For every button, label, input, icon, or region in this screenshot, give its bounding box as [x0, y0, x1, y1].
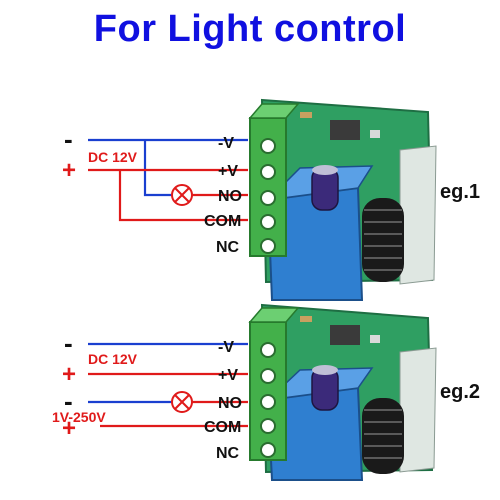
terminal-screws: [260, 138, 276, 254]
antenna-coil: [362, 398, 404, 474]
antenna-coil: [362, 198, 404, 282]
pcb-smd: [370, 335, 380, 343]
terminal-label: NC: [216, 239, 240, 256]
wiring-1: [88, 138, 248, 222]
labels-2: - + DC 12V - + 1V-250V -V +V NO COM NC e…: [52, 328, 480, 462]
capacitor-top: [312, 165, 338, 175]
plus-sign: +: [62, 361, 76, 388]
negative-to-lamp-wire: [143, 140, 172, 197]
terminal-label: -V: [218, 135, 234, 152]
supply-label: DC 12V: [88, 351, 138, 367]
wiring-2: [88, 342, 248, 428]
terminal-label: +V: [218, 163, 238, 180]
relay-module-2: [248, 303, 437, 481]
rf-board: [399, 347, 437, 473]
pcb-chip: [330, 325, 360, 345]
minus-sign: -: [64, 124, 73, 154]
example-label: eg.2: [440, 381, 480, 403]
labels-1: - + DC 12V -V +V NO COM NC eg.1: [62, 124, 480, 256]
pcb-chip: [330, 120, 360, 140]
load-minus-sign: -: [64, 386, 73, 416]
terminal-block-top: [248, 307, 300, 323]
terminal-label: NC: [216, 445, 240, 462]
rf-board: [399, 145, 437, 285]
pcb-smd: [300, 316, 312, 322]
plus-sign: +: [62, 157, 76, 184]
example-label: eg.1: [440, 181, 480, 203]
terminal-screws: [260, 342, 276, 458]
positive-to-com-wire: [118, 170, 248, 222]
pcb-smd: [370, 130, 380, 138]
minus-sign: -: [64, 328, 73, 358]
supply-label: DC 12V: [88, 149, 138, 165]
terminal-label: NO: [218, 188, 242, 205]
page-title: For Light control: [93, 8, 407, 50]
relay-module-1: [248, 98, 437, 301]
terminal-label: NO: [218, 395, 242, 412]
capacitor-top: [312, 365, 338, 375]
load-voltage-label: 1V-250V: [52, 409, 106, 425]
pcb-smd: [300, 112, 312, 118]
terminal-label: COM: [204, 213, 241, 230]
terminal-label: -V: [218, 339, 234, 356]
lamp-symbol-1: [171, 184, 193, 206]
terminal-block-top: [248, 103, 300, 119]
load-plus-sign: +: [62, 415, 76, 442]
lamp-symbol-2: [171, 391, 193, 413]
terminal-label: +V: [218, 367, 238, 384]
terminal-label: COM: [204, 419, 241, 436]
terminal-block: [249, 117, 287, 257]
